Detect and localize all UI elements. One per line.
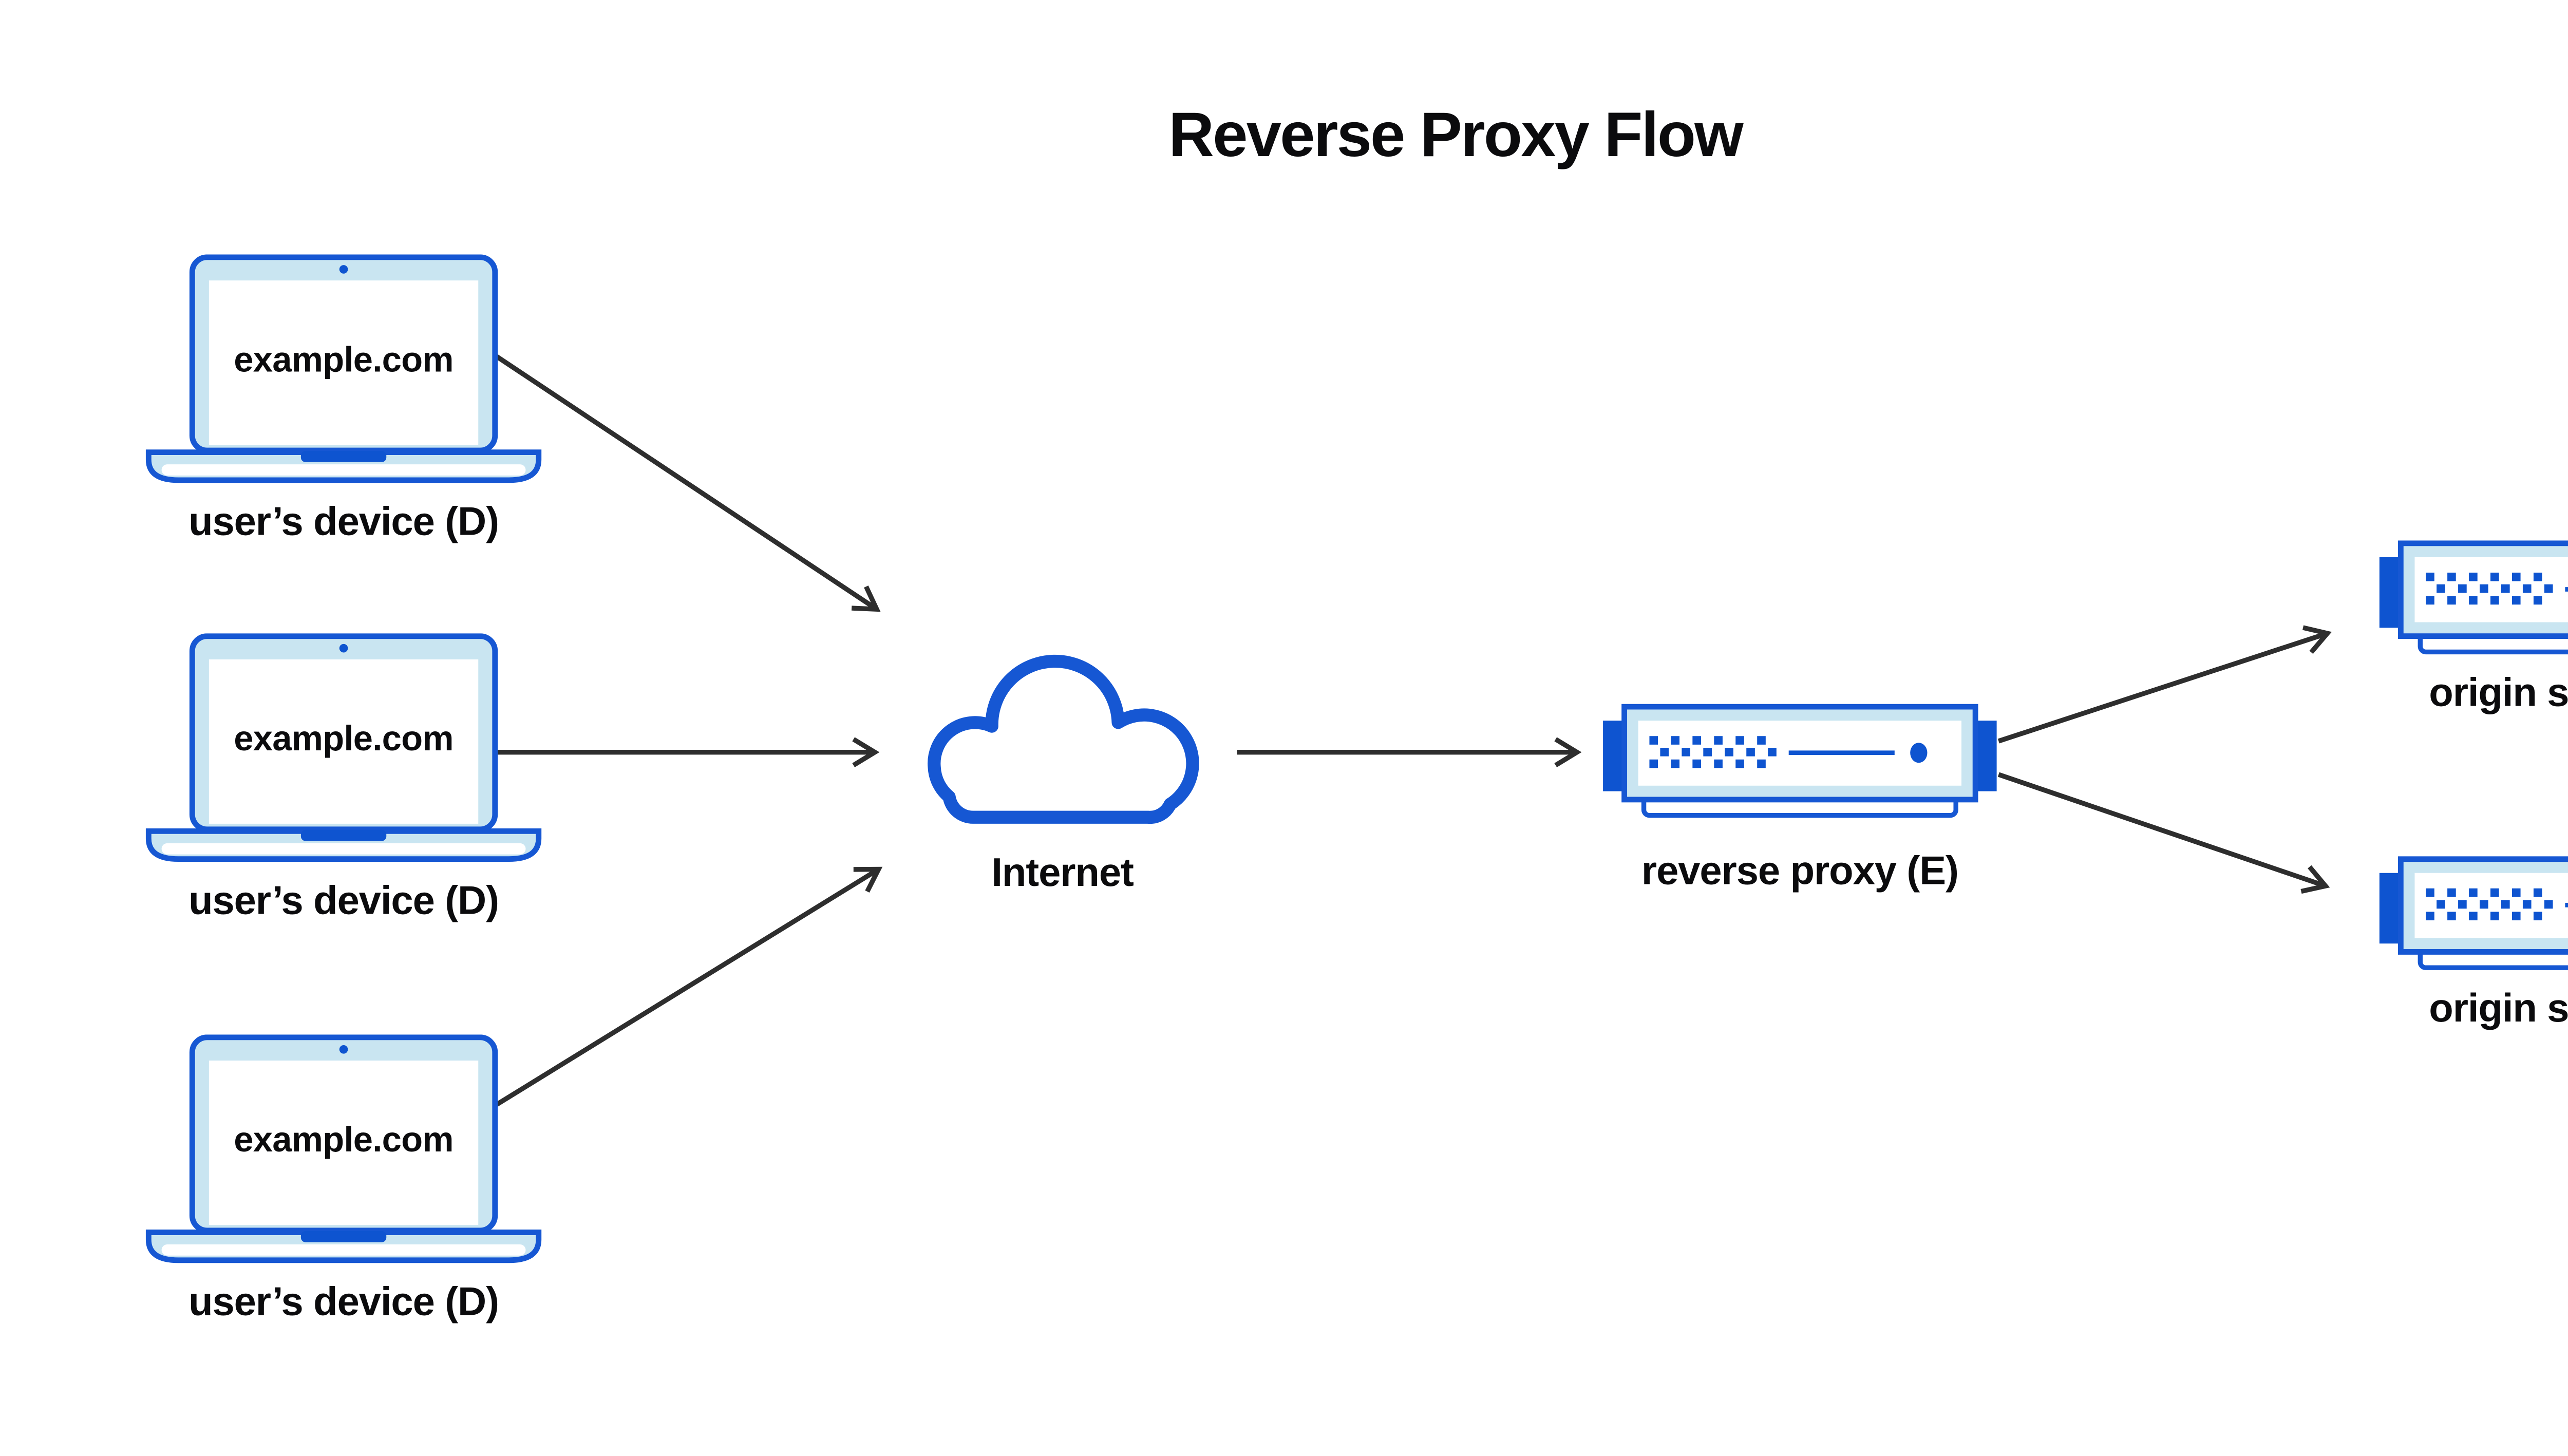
reverse-proxy-label: reverse proxy (E) — [1641, 848, 1959, 894]
device-label: user’s device (D) — [188, 1279, 499, 1325]
reverse-proxy-node: reverse proxy (E) — [1603, 704, 1997, 894]
origin-server-label: origin server (F) — [2429, 670, 2568, 715]
origin-server-2-node: origin server (F) — [2380, 856, 2568, 1031]
user-device-3-node: example.com user’s device (D) — [145, 1034, 542, 1325]
server-icon — [2380, 540, 2568, 659]
device-label: user’s device (D) — [188, 878, 499, 923]
cloud-icon — [914, 648, 1211, 825]
user-device-1-node: example.com user’s device (D) — [145, 254, 542, 544]
device-screen-url: example.com — [234, 342, 454, 381]
server-icon — [1603, 704, 1997, 823]
device-label: user’s device (D) — [188, 499, 499, 544]
internet-node: Internet — [914, 648, 1211, 895]
origin-server-label: origin server (F) — [2429, 986, 2568, 1031]
origin-server-1-node: origin server (F) — [2380, 540, 2568, 715]
arrow-internet-to-reverse-proxy — [1237, 737, 1582, 768]
user-device-2-node: example.com user’s device (D) — [145, 633, 542, 923]
arrow-user-device-2-to-internet — [498, 737, 880, 768]
page-title: Reverse Proxy Flow — [1168, 100, 1743, 171]
device-screen-url: example.com — [234, 1122, 454, 1161]
device-screen-url: example.com — [234, 721, 454, 760]
internet-label: Internet — [991, 850, 1134, 896]
server-icon — [2380, 856, 2568, 975]
